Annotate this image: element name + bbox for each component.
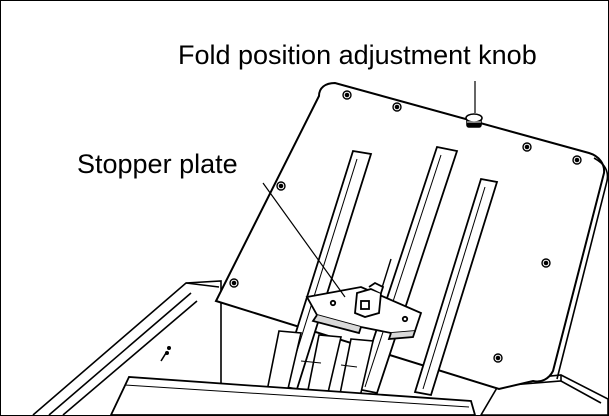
adjustment-knob bbox=[465, 113, 483, 128]
fold-position-adjustment-knob-label: Fold position adjustment knob bbox=[176, 40, 539, 70]
stopper-plate bbox=[305, 281, 423, 341]
stopper-plate-label: Stopper plate bbox=[75, 149, 240, 179]
leader-lines bbox=[262, 81, 476, 298]
plate-screws bbox=[229, 90, 582, 363]
front-cover bbox=[110, 376, 476, 415]
